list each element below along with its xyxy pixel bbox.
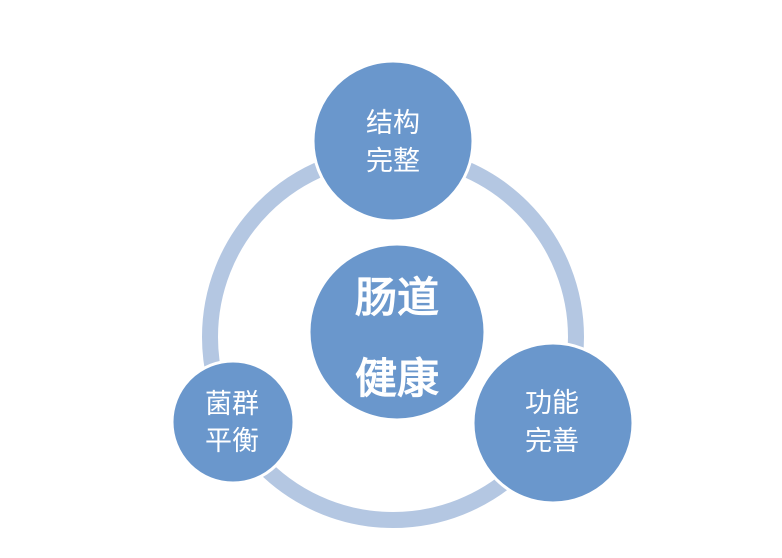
top-node: 结构 完整: [311, 59, 475, 223]
right-node-circle: [471, 341, 635, 505]
center-node-label-line1: 肠道: [355, 273, 439, 322]
right-node-label-line1: 功能: [525, 388, 579, 419]
left-node-circle: [170, 359, 296, 485]
left-node-label-line1: 菌群: [205, 389, 259, 420]
top-node-circle: [311, 59, 475, 223]
center-node-label-line2: 健康: [355, 354, 439, 403]
center-node-circle: [307, 242, 487, 422]
top-node-label-line2: 完整: [366, 146, 420, 177]
center-node: 肠道 健康: [307, 242, 487, 422]
left-node-label-line2: 平衡: [205, 426, 259, 457]
top-node-label-line1: 结构: [366, 108, 420, 139]
left-node: 菌群 平衡: [170, 359, 296, 485]
right-node: 功能 完善: [471, 341, 635, 505]
right-node-label-line2: 完善: [525, 426, 579, 457]
